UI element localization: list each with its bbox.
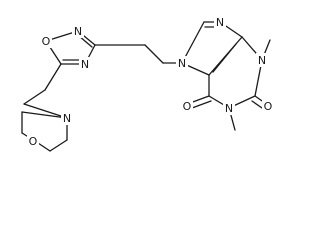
atom-label: N — [81, 58, 89, 71]
atom-morpholine-o: O — [27, 134, 39, 148]
atom-purine-n9: N — [214, 15, 226, 29]
atom-carbonyl-o2: O — [262, 99, 274, 113]
structure-canvas: O N N N O N N N — [21, 15, 274, 152]
atom-label: N — [178, 57, 186, 70]
bond-c2-c3m — [49, 139, 68, 152]
atom-label: O — [29, 135, 38, 148]
atom-label: N — [225, 102, 233, 115]
atom-carbonyl-o6: O — [181, 99, 193, 113]
atom-morpholine-n: N — [61, 111, 73, 125]
atom-oxadiazole-n4: N — [79, 57, 91, 71]
atom-purine-n3: N — [256, 53, 268, 67]
bond-c5-ch2c — [44, 63, 62, 91]
bond-c6m-nm — [21, 111, 68, 119]
bond-ch2d-nm — [23, 103, 68, 119]
atoms: O N N N O N N N — [27, 15, 274, 148]
atom-label: O — [264, 100, 273, 113]
atom-purine-n7: N — [176, 56, 188, 70]
atom-purine-n1: N — [223, 101, 235, 115]
atom-label: N — [74, 25, 82, 38]
atom-oxadiazole-n2: N — [72, 24, 84, 38]
atom-label: N — [258, 54, 266, 67]
bond-ch2c-ch2d — [23, 89, 46, 105]
molecule-structure: O N N N O N N N — [21, 15, 274, 152]
atom-label: O — [183, 100, 192, 113]
bond-c2p-o2-double — [251, 100, 263, 109]
bond-c6-o6 — [189, 95, 210, 104]
atom-label: O — [42, 35, 51, 48]
bond-c6-o6-double — [191, 100, 212, 109]
atom-label: N — [63, 112, 71, 125]
atom-oxadiazole-o: O — [40, 34, 52, 48]
atom-label: N — [216, 16, 224, 29]
bond-ch2a-ch2b — [144, 44, 164, 64]
bond-c4-c5p-double — [212, 43, 237, 73]
bonds — [21, 21, 271, 152]
